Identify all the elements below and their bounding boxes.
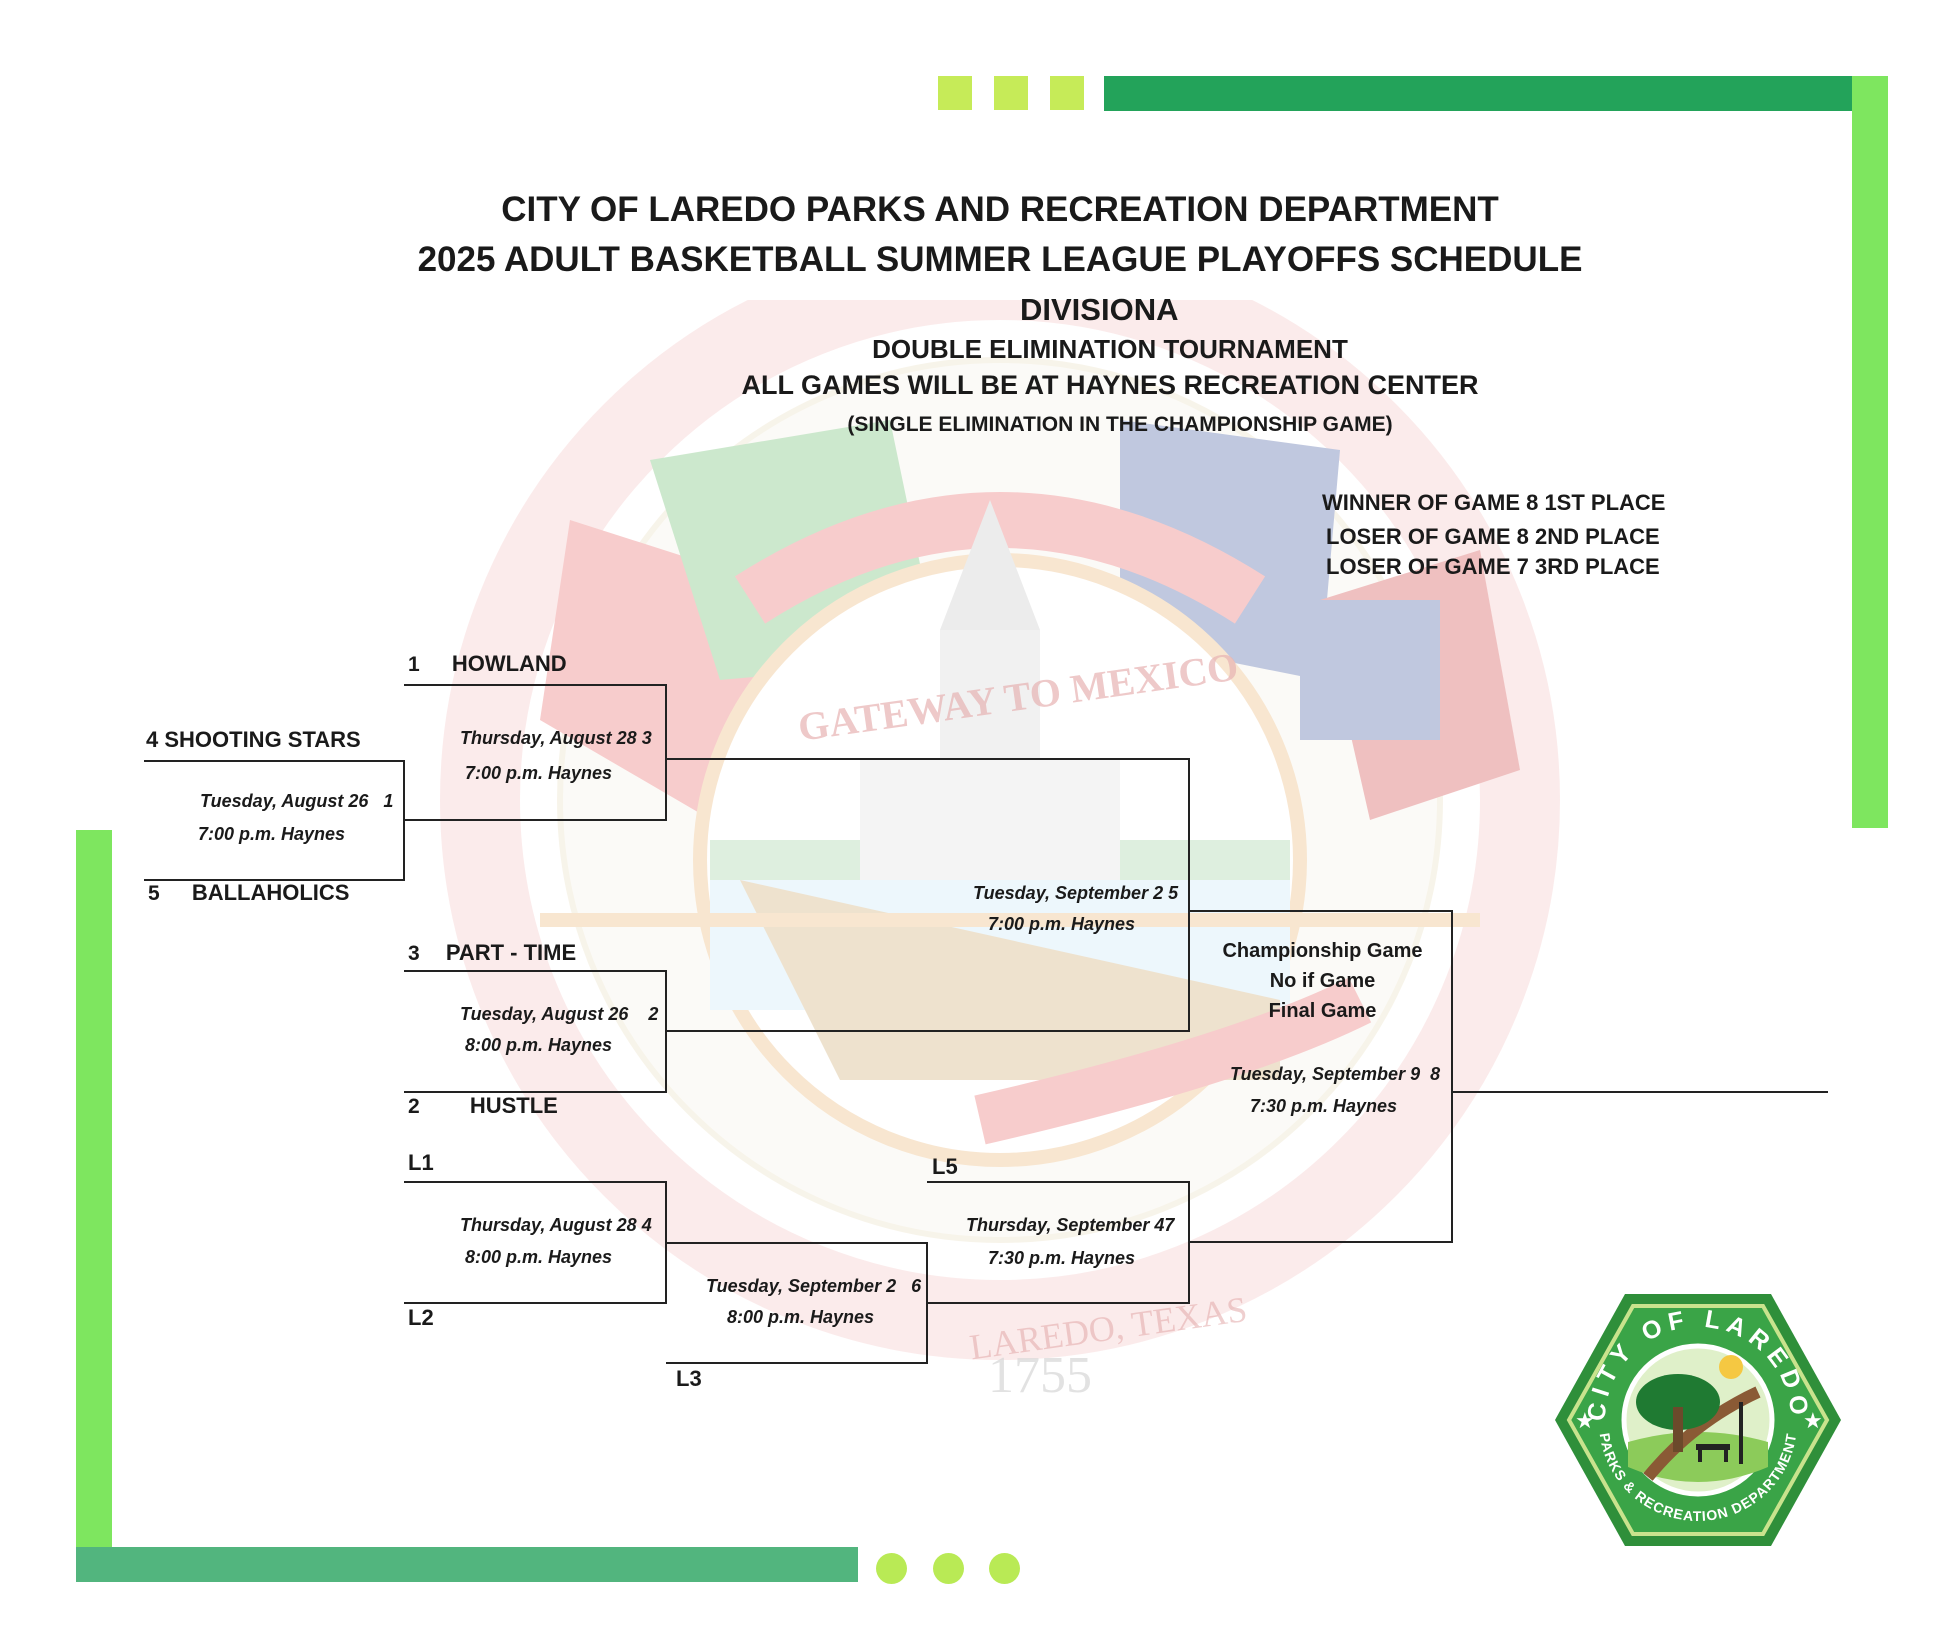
game-4-date: Thursday, August 28 4 (460, 1215, 652, 1235)
venue-note: ALL GAMES WILL BE AT HAYNES RECREATION C… (741, 370, 1479, 400)
loser-slot-l5: L5 (932, 1154, 958, 1179)
team-name: HOWLAND (451, 651, 567, 676)
decor-square (938, 76, 972, 110)
game-3-date: Thursday, August 28 3 (460, 728, 652, 748)
team-name: PART - TIME (445, 940, 577, 965)
decor-square (994, 76, 1028, 110)
no-if-game-label: No if Game (1269, 970, 1376, 992)
game-number: 3 (641, 728, 652, 748)
bracket-line-g2-bottom (404, 1091, 667, 1093)
game-number: 5 (1168, 883, 1179, 903)
team-part-time: 3 PART - TIME (408, 940, 576, 966)
watermark-year-text: 1755 (988, 1347, 1092, 1400)
championship-note: (SINGLE ELIMINATION IN THE CHAMPIONSHIP … (847, 413, 1393, 436)
game-number: 8 (1430, 1064, 1441, 1084)
bracket-line-g8-bottom (1189, 1241, 1453, 1243)
placement-first: WINNER OF GAME 8 1ST PLACE (1322, 490, 1666, 515)
game-number: 1 (383, 791, 394, 811)
game-number: 2 (648, 1004, 659, 1024)
decor-dot (989, 1553, 1020, 1584)
bracket-line-g4-top (404, 1181, 667, 1183)
decor-square (1050, 76, 1084, 110)
team-name: BALLAHOLICS (191, 880, 350, 905)
loser-slot-l1: L1 (408, 1150, 434, 1175)
team-seed: 2 (408, 1095, 420, 1118)
team-hustle: 2 HUSTLE (408, 1093, 558, 1119)
game-number: 7 (1164, 1215, 1175, 1235)
header-title-line1: CITY OF LAREDO PARKS AND RECREATION DEPA… (501, 190, 1499, 229)
placement-third: LOSER OF GAME 7 3RD PLACE (1326, 554, 1660, 579)
bracket-line-g3-top (404, 684, 667, 686)
bracket-line-g3-bottom (404, 819, 667, 821)
bottom-accent-bar (76, 1547, 858, 1582)
bracket-line-g6-bottom (666, 1362, 928, 1364)
bracket-line-g2-top (404, 970, 667, 972)
team-howland: 1 HOWLAND (408, 651, 567, 677)
team-seed: 1 (408, 653, 420, 676)
game-6-date: Tuesday, September 2 6 (706, 1276, 922, 1296)
decor-dot (876, 1553, 907, 1584)
left-accent-bar (76, 830, 112, 1582)
loser-slot-l3: L3 (676, 1366, 702, 1391)
star-icon: ★ (1575, 1409, 1595, 1434)
bracket-line-g5-top (666, 758, 1190, 760)
star-icon: ★ (1803, 1409, 1823, 1434)
game-number: 4 (641, 1215, 652, 1235)
bracket-line-g8-top (1189, 910, 1453, 912)
game-7-time: 7:30 p.m. Haynes (988, 1248, 1136, 1268)
top-accent-bar (1104, 76, 1888, 111)
parks-recreation-logo: CITY OF LAREDO PARKS & RECREATION DEPART… (1555, 1294, 1841, 1546)
bracket-line-g5-vert (1188, 758, 1190, 1032)
right-accent-bar (1852, 76, 1888, 828)
game-7-date: Thursday, September 47 (966, 1215, 1175, 1235)
bracket-line-g5-bottom (666, 1030, 1190, 1032)
loser-slot-l2: L2 (408, 1305, 434, 1330)
championship-label: Championship Game (1222, 940, 1423, 962)
bracket-line-champion (1452, 1091, 1828, 1093)
game-number: 6 (911, 1276, 922, 1296)
game-5-time: 7:00 p.m. Haynes (988, 914, 1136, 934)
game-1-time: 7:00 p.m. Haynes (198, 824, 346, 844)
decor-dot (933, 1553, 964, 1584)
team-seed: 3 (408, 942, 420, 965)
game-3-time: 7:00 p.m. Haynes (465, 763, 613, 783)
header-title-line2: 2025 ADULT BASKETBALL SUMMER LEAGUE PLAY… (417, 240, 1583, 279)
bracket-line-g1-top (144, 760, 405, 762)
bracket-line-g3-vert (665, 684, 667, 821)
bracket-line-g8-vert (1451, 910, 1453, 1243)
bracket-line-g1-bottom (144, 879, 405, 881)
team-name: HUSTLE (469, 1093, 558, 1118)
bracket-line-g6-top (666, 1242, 928, 1244)
game-2-date: Tuesday, August 26 2 (460, 1004, 659, 1024)
team-shooting-stars: 4 SHOOTING STARS (146, 727, 361, 752)
team-seed: 5 (148, 882, 160, 905)
game-8-time: 7:30 p.m. Haynes (1250, 1096, 1398, 1116)
tournament-format: DOUBLE ELIMINATION TOURNAMENT (872, 334, 1348, 364)
game-4-time: 8:00 p.m. Haynes (465, 1247, 613, 1267)
game-1-date: Tuesday, August 26 1 (200, 791, 394, 811)
game-5-date: Tuesday, September 2 5 (973, 883, 1179, 903)
bracket-line-g4-bottom (404, 1302, 667, 1304)
game-6-time: 8:00 p.m. Haynes (727, 1307, 875, 1327)
game-8-date: Tuesday, September 9 8 (1230, 1064, 1441, 1084)
team-ballaholics: 5 BALLAHOLICS (148, 880, 349, 906)
final-game-label: Final Game (1268, 1000, 1377, 1022)
bracket-line-g7-vert (1188, 1181, 1190, 1304)
division-label: DIVISIONA (1020, 292, 1179, 327)
bracket-line-g7-top (927, 1181, 1190, 1183)
placement-second: LOSER OF GAME 8 2ND PLACE (1326, 524, 1660, 549)
bracket-line-g7-bottom (927, 1302, 1190, 1304)
game-2-time: 8:00 p.m. Haynes (465, 1035, 613, 1055)
